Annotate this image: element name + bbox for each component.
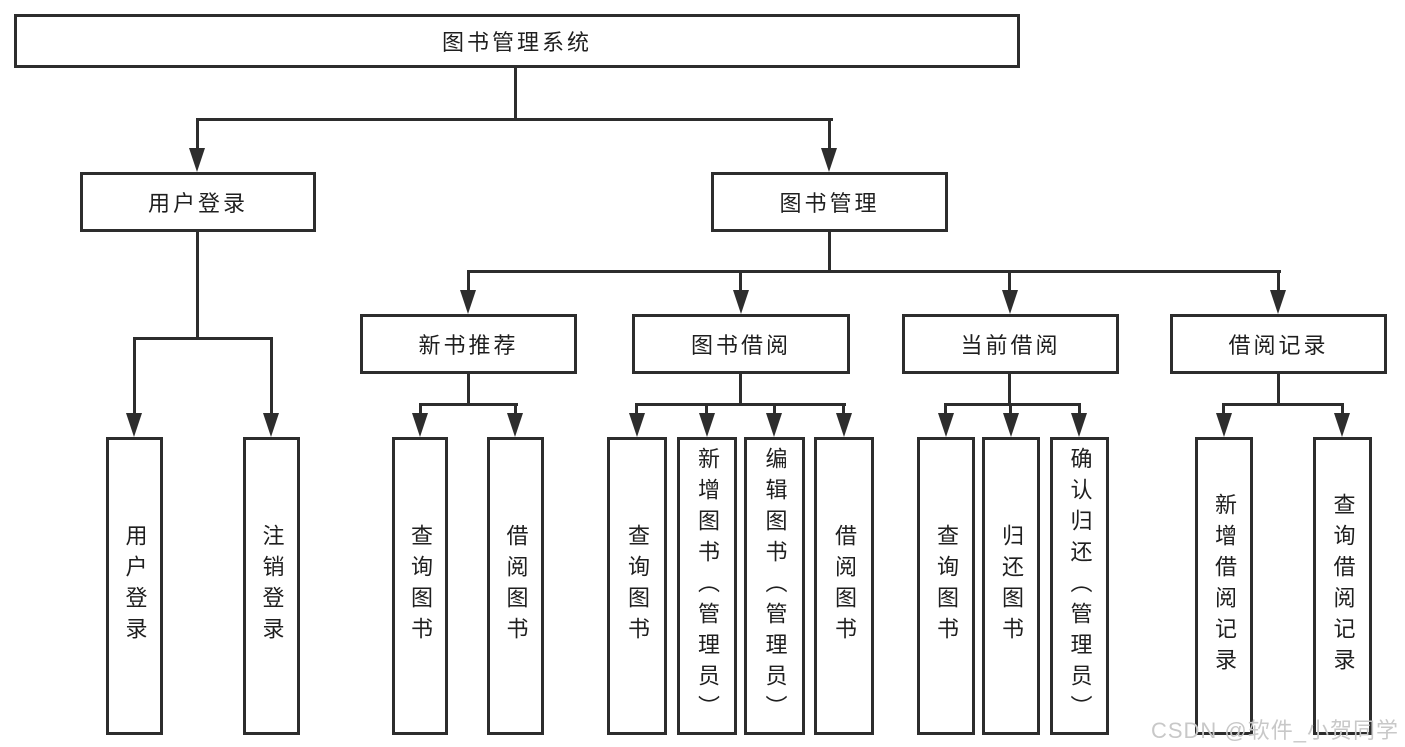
connector-root-stem <box>514 68 517 121</box>
arrow-down-icon <box>938 413 954 437</box>
connector-record-drop-1 <box>1222 403 1225 417</box>
connector-borrow-drop-1 <box>635 403 638 417</box>
leaf-borrow-query: 查询图书 <box>607 437 667 735</box>
connector-bookmgmt-drop-1 <box>467 270 470 293</box>
leaf-logout: 注销登录 <box>243 437 300 735</box>
node-book-borrow: 图书借阅 <box>632 314 850 374</box>
connector-userlogin-stem <box>196 232 199 337</box>
node-book-management: 图书管理 <box>711 172 948 232</box>
connector-current-drop-1 <box>944 403 947 417</box>
arrow-down-icon <box>766 413 782 437</box>
arrow-down-icon <box>733 290 749 314</box>
connector-root-drop-left <box>196 118 199 150</box>
connector-borrow-drop-2 <box>705 403 708 417</box>
leaf-current-query: 查询图书 <box>917 437 975 735</box>
arrow-down-icon <box>836 413 852 437</box>
arrow-down-icon <box>1002 290 1018 314</box>
node-borrow-record: 借阅记录 <box>1170 314 1387 374</box>
leaf-newbook-query: 查询图书 <box>392 437 448 735</box>
arrow-down-icon <box>1216 413 1232 437</box>
arrow-down-icon <box>412 413 428 437</box>
connector-borrow-drop-3 <box>773 403 776 417</box>
connector-bookmgmt-hbar <box>467 270 1281 273</box>
connector-newbook-drop-1 <box>419 403 422 417</box>
leaf-borrow-add-admin: 新增图书（管理员） <box>677 437 737 735</box>
connector-newbook-hbar <box>419 403 518 406</box>
connector-userlogin-drop-2 <box>270 337 273 415</box>
connector-current-drop-2 <box>1009 403 1012 417</box>
connector-current-stem <box>1008 372 1011 405</box>
connector-current-drop-3 <box>1078 403 1081 417</box>
leaf-current-confirm-admin: 确认归还（管理员） <box>1050 437 1109 735</box>
leaf-newbook-borrow: 借阅图书 <box>487 437 544 735</box>
leaf-current-return: 归还图书 <box>982 437 1040 735</box>
leaf-record-query: 查询借阅记录 <box>1313 437 1372 735</box>
connector-root-hbar <box>196 118 833 121</box>
arrow-down-icon <box>699 413 715 437</box>
arrow-down-icon <box>189 148 205 172</box>
arrow-down-icon <box>507 413 523 437</box>
connector-userlogin-drop-1 <box>133 337 136 415</box>
connector-borrow-stem <box>739 372 742 405</box>
arrow-down-icon <box>1270 290 1286 314</box>
connector-bookmgmt-drop-2 <box>739 270 742 293</box>
leaf-borrow-edit-admin: 编辑图书（管理员） <box>744 437 805 735</box>
arrow-down-icon <box>821 148 837 172</box>
connector-newbook-drop-2 <box>514 403 517 417</box>
node-new-book-recommend: 新书推荐 <box>360 314 577 374</box>
arrow-down-icon <box>460 290 476 314</box>
arrow-down-icon <box>629 413 645 437</box>
arrow-down-icon <box>1334 413 1350 437</box>
connector-record-hbar <box>1222 403 1344 406</box>
connector-record-stem <box>1277 372 1280 405</box>
arrow-down-icon <box>126 413 142 437</box>
node-library-system: 图书管理系统 <box>14 14 1020 68</box>
connector-current-hbar <box>944 403 1081 406</box>
node-user-login: 用户登录 <box>80 172 316 232</box>
connector-bookmgmt-drop-4 <box>1277 270 1280 293</box>
csdn-watermark: CSDN @软件_小贺同学 <box>1150 718 1399 743</box>
connector-bookmgmt-drop-3 <box>1008 270 1011 293</box>
node-current-borrow: 当前借阅 <box>902 314 1119 374</box>
leaf-borrow-borrow: 借阅图书 <box>814 437 874 735</box>
connector-borrow-hbar <box>636 403 846 406</box>
arrow-down-icon <box>1071 413 1087 437</box>
arrow-down-icon <box>263 413 279 437</box>
arrow-down-icon <box>1003 413 1019 437</box>
leaf-record-add: 新增借阅记录 <box>1195 437 1253 735</box>
connector-newbook-stem <box>467 372 470 405</box>
connector-borrow-drop-4 <box>842 403 845 417</box>
connector-userlogin-hbar <box>133 337 273 340</box>
leaf-user-login: 用户登录 <box>106 437 163 735</box>
connector-root-drop-right <box>828 118 831 150</box>
connector-record-drop-2 <box>1341 403 1344 417</box>
connector-bookmgmt-stem <box>828 232 831 273</box>
